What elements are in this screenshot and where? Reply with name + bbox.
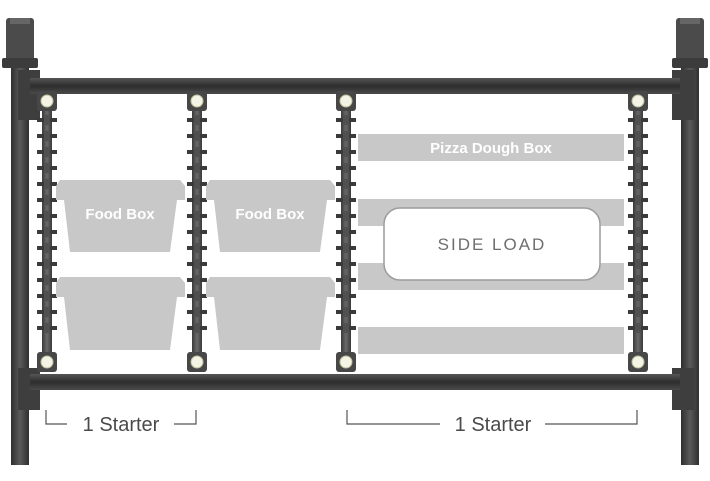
rail-notch	[44, 323, 50, 333]
pizza-dough-box-label: Pizza Dough Box	[430, 140, 552, 157]
starter-label-left: 1 Starter	[83, 414, 160, 436]
bottom-bar	[30, 374, 680, 390]
rail-notch	[44, 227, 50, 237]
light-icon	[190, 355, 204, 369]
rail-notch	[44, 291, 50, 301]
top-bar	[30, 78, 680, 94]
rail-notch	[635, 131, 641, 141]
rail-notch	[44, 243, 50, 253]
rail-notch	[44, 131, 50, 141]
vertical-rail	[37, 91, 57, 372]
rail-notch	[343, 131, 349, 141]
rail-notch	[194, 163, 200, 173]
rail-notch	[635, 195, 641, 205]
food-box-top-left: Food Box	[56, 180, 185, 252]
rail-notch	[44, 179, 50, 189]
rail-notch	[194, 147, 200, 157]
rail-notch	[44, 115, 50, 125]
rail-notch	[343, 211, 349, 221]
rail-notch	[635, 147, 641, 157]
rail-notch	[635, 115, 641, 125]
rail-notch	[635, 275, 641, 285]
rail-notch	[194, 323, 200, 333]
food-box-bottom-right	[206, 277, 335, 350]
rail-notch	[194, 259, 200, 269]
rail-notch	[343, 179, 349, 189]
rail-notch	[635, 211, 641, 221]
rail-notch	[343, 163, 349, 173]
rail-notch	[44, 275, 50, 285]
tray-4	[358, 327, 624, 354]
light-icon	[40, 355, 54, 369]
food-box-label: Food Box	[85, 206, 155, 223]
vertical-rail	[336, 91, 356, 372]
food-box-top-right: Food Box	[206, 180, 335, 252]
rail-notch	[194, 115, 200, 125]
rail-notch	[343, 243, 349, 253]
rail-notch	[343, 227, 349, 237]
rail-notch	[343, 259, 349, 269]
light-icon	[631, 355, 645, 369]
rail-notch	[635, 259, 641, 269]
rail-notch	[635, 179, 641, 189]
rail-notch	[44, 195, 50, 205]
rail-notch	[194, 243, 200, 253]
vertical-rails	[37, 91, 648, 372]
light-icon	[339, 355, 353, 369]
rail-notch	[635, 163, 641, 173]
rail-notch	[194, 211, 200, 221]
starter-bracket-right	[346, 410, 638, 425]
side-load-label: SIDE LOAD	[438, 235, 547, 254]
rail-notch	[194, 275, 200, 285]
right-post	[672, 18, 708, 465]
rail-notch	[343, 323, 349, 333]
rail-notch	[343, 195, 349, 205]
starter-label-right: 1 Starter	[455, 414, 532, 436]
rail-notch	[343, 147, 349, 157]
rail-notch	[635, 227, 641, 237]
rail-notch	[44, 259, 50, 269]
rail-notch	[343, 307, 349, 317]
rail-notch	[44, 307, 50, 317]
rail-notch	[194, 195, 200, 205]
rail-notch	[343, 115, 349, 125]
rail-notch	[44, 147, 50, 157]
rail-notch	[194, 131, 200, 141]
rail-notch	[44, 211, 50, 221]
light-icon	[40, 94, 54, 108]
rail-notch	[194, 307, 200, 317]
food-box-label: Food Box	[235, 206, 305, 223]
rail-notch	[194, 179, 200, 189]
rail-notch	[635, 323, 641, 333]
light-icon	[631, 94, 645, 108]
side-load-badge: SIDE LOAD	[383, 207, 601, 281]
rail-notch	[635, 243, 641, 253]
rail-notch	[343, 275, 349, 285]
pizza-dough-box: Pizza Dough Box	[358, 134, 624, 161]
rail-notch	[343, 291, 349, 301]
vertical-rail	[187, 91, 207, 372]
starter-bracket-left	[45, 410, 197, 425]
rail-notch	[635, 291, 641, 301]
rail-notch	[44, 163, 50, 173]
rail-notch	[635, 307, 641, 317]
light-icon	[339, 94, 353, 108]
vertical-rail	[628, 91, 648, 372]
rail-notch	[194, 291, 200, 301]
food-box-bottom-left	[56, 277, 185, 350]
light-icon	[190, 94, 204, 108]
rail-notch	[194, 227, 200, 237]
